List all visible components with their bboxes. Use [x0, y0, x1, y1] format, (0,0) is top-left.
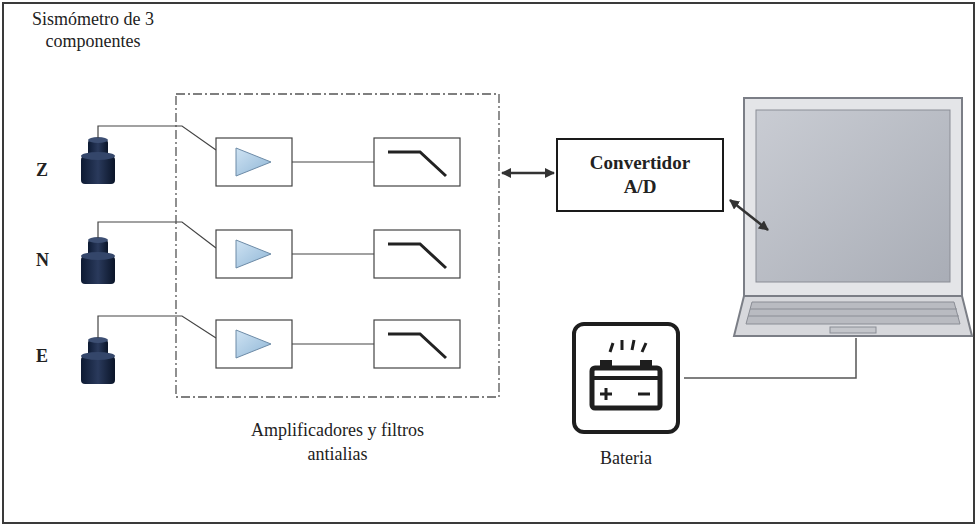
diagram-title: Sismómetro de 3 componentes [18, 8, 168, 52]
battery-icon [576, 326, 676, 430]
dash-dot-outline [175, 93, 500, 398]
group-caption: Amplificadores y filtros antialias [248, 418, 428, 466]
converter-box: Convertidor A/D [556, 138, 724, 212]
connector-arrow [502, 172, 554, 175]
axis-label: Z [36, 160, 48, 181]
axis-label: N [36, 250, 49, 271]
box-text: Convertidor A/D [578, 151, 703, 199]
amplifier-group: Amplificadores y filtros antialias [175, 93, 500, 398]
battery-box: Bateria [572, 322, 680, 434]
axis-label: E [36, 346, 48, 367]
battery-caption: Bateria [600, 448, 652, 469]
